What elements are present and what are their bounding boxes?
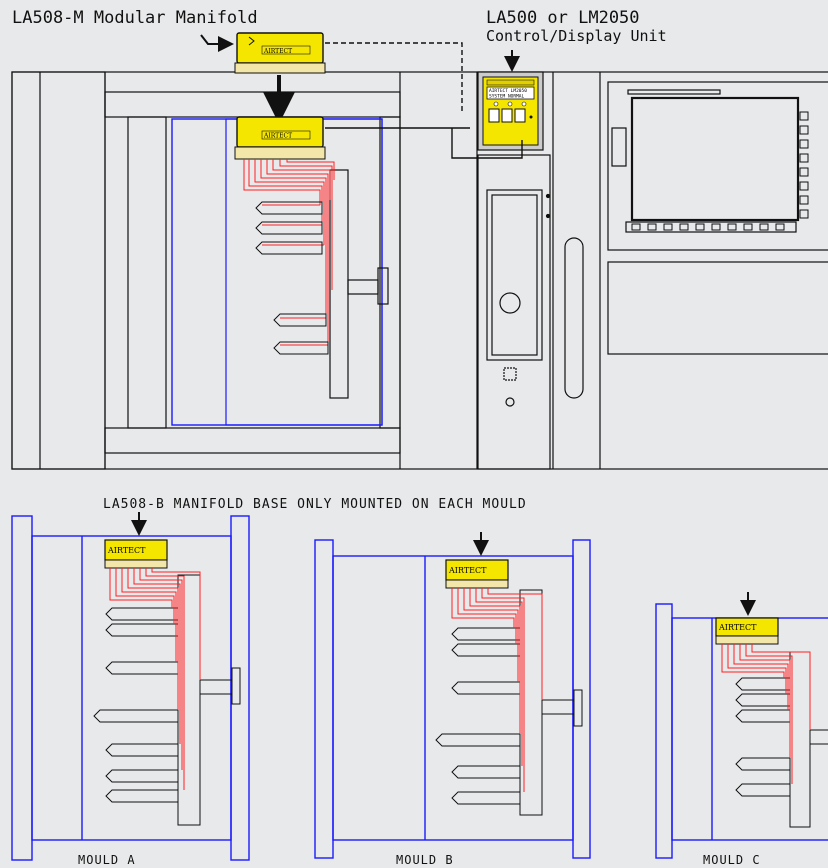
injection-machine (11, 71, 828, 470)
control-title-line1: LA500 or LM2050 (486, 8, 640, 28)
air-lines-mould-c (721, 644, 811, 784)
mould-c-label: MOULD C (703, 853, 761, 867)
screen-side-buttons (631, 111, 809, 231)
manifold-cable-dashed (325, 42, 463, 113)
brand-label: AIRTECT (263, 133, 292, 140)
control-cable (451, 128, 523, 159)
mould-a (11, 515, 250, 861)
screen-line-2: SYSTEM NORMAL (489, 94, 525, 100)
core-pins-top (255, 201, 329, 355)
brand-label: AIRTECT (107, 546, 146, 555)
air-lines-top (243, 159, 335, 346)
manifold-module-mounted: AIRTECT (234, 116, 326, 160)
brand-label: AIRTECT (718, 623, 757, 632)
manifold-title: LA508-M Modular Manifold (12, 8, 258, 28)
bent-arrow-icon (200, 34, 234, 52)
manifold-module-top: AIRTECT (234, 32, 326, 74)
control-display-unit: AIRTECT LM2050 SYSTEM NORMAL (477, 71, 544, 151)
base-caption: LA508-B MANIFOLD BASE ONLY MOUNTED ON EA… (103, 497, 527, 512)
mould-b-label: MOULD B (396, 853, 454, 867)
screen-line-1: AIRTECT LM2050 (489, 88, 527, 94)
air-lines-mould-a (109, 568, 201, 790)
control-title-line2: Control/Display Unit (486, 27, 667, 45)
stop-button-icon (499, 292, 521, 314)
vent-grille-icon (503, 367, 517, 381)
control-cabinet (477, 81, 828, 470)
air-lines-mould-b (451, 588, 543, 792)
brand-label: AIRTECT (263, 48, 292, 55)
mould-b (314, 539, 591, 859)
mould-a-label: MOULD A (78, 853, 136, 867)
brand-label: AIRTECT (448, 566, 487, 575)
